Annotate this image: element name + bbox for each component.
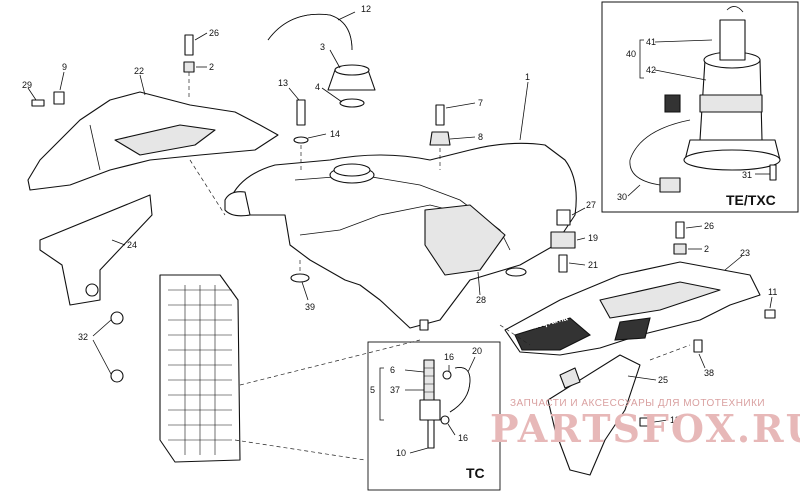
callout-30: 30 bbox=[617, 192, 627, 202]
tank-mount-hardware: 13 14 7 8 bbox=[278, 78, 483, 170]
callout-10: 10 bbox=[396, 448, 406, 458]
callout-1: 1 bbox=[525, 72, 530, 82]
callout-6: 6 bbox=[390, 365, 395, 375]
fuel-tank: 1 28 bbox=[224, 72, 577, 331]
callout-26b: 26 bbox=[704, 221, 714, 231]
callout-31: 31 bbox=[742, 170, 752, 180]
callout-2b: 2 bbox=[704, 244, 709, 254]
callout-8: 8 bbox=[478, 132, 483, 142]
callout-21: 21 bbox=[588, 260, 598, 270]
callout-40: 40 bbox=[626, 49, 636, 59]
callout-28: 28 bbox=[476, 295, 486, 305]
callout-3: 3 bbox=[320, 42, 325, 52]
callout-14: 14 bbox=[330, 129, 340, 139]
callout-25: 25 bbox=[658, 375, 668, 385]
callout-7: 7 bbox=[478, 98, 483, 108]
callout-26a: 26 bbox=[209, 28, 219, 38]
callout-37: 37 bbox=[390, 385, 400, 395]
callout-23: 23 bbox=[740, 248, 750, 258]
callout-42: 42 bbox=[646, 65, 656, 75]
callout-13: 13 bbox=[278, 78, 288, 88]
callout-39: 39 bbox=[305, 302, 315, 312]
callout-2a: 2 bbox=[209, 62, 214, 72]
radiator: 32 bbox=[78, 274, 241, 463]
callout-29: 29 bbox=[22, 80, 32, 90]
callout-16b: 16 bbox=[458, 433, 468, 443]
te-txc-label: TE/TXC bbox=[726, 192, 776, 208]
rear-mounts: 27 19 21 bbox=[505, 200, 598, 277]
partsfox-watermark: ЗАПЧАСТИ И АКСЕССУАРЫ ДЛЯ МОТОТЕХНИКИ PA… bbox=[490, 398, 800, 451]
callout-11: 11 bbox=[768, 287, 777, 297]
fuel-cap-assembly: 12 3 4 bbox=[267, 4, 376, 108]
te-txc-inset: 41 42 40 30 31 TE/TXC bbox=[601, 1, 799, 213]
watermark-brand: PARTSFOX.RU bbox=[490, 406, 800, 451]
callout-4: 4 bbox=[315, 82, 320, 92]
callout-5: 5 bbox=[370, 385, 375, 395]
callout-27: 27 bbox=[586, 200, 596, 210]
left-radiator-guard: 24 bbox=[39, 194, 153, 306]
callout-18: 18 bbox=[670, 415, 680, 425]
callout-9: 9 bbox=[62, 62, 67, 72]
callout-41: 41 bbox=[646, 37, 656, 47]
watermark-tagline: ЗАПЧАСТИ И АКСЕССУАРЫ ДЛЯ МОТОТЕХНИКИ bbox=[510, 398, 765, 409]
callout-19: 19 bbox=[588, 233, 598, 243]
callout-20: 20 bbox=[472, 346, 482, 356]
right-shroud: Husqvarna 23 26 2 11 38 bbox=[504, 221, 777, 378]
callout-32: 32 bbox=[78, 332, 88, 342]
right-radiator-guard: 25 18 bbox=[547, 354, 680, 476]
callout-16a: 16 bbox=[444, 352, 454, 362]
callout-12: 12 bbox=[361, 4, 371, 14]
left-shroud: 22 29 9 26 2 bbox=[22, 28, 279, 191]
callout-38: 38 bbox=[704, 368, 714, 378]
tc-inset: 6 37 5 16 16 20 10 TC bbox=[367, 341, 501, 491]
assembly-lines bbox=[189, 159, 691, 461]
washer-39: 39 bbox=[290, 260, 315, 312]
callout-24: 24 bbox=[127, 240, 137, 250]
tc-label: TC bbox=[466, 465, 485, 481]
callout-22: 22 bbox=[134, 66, 144, 76]
